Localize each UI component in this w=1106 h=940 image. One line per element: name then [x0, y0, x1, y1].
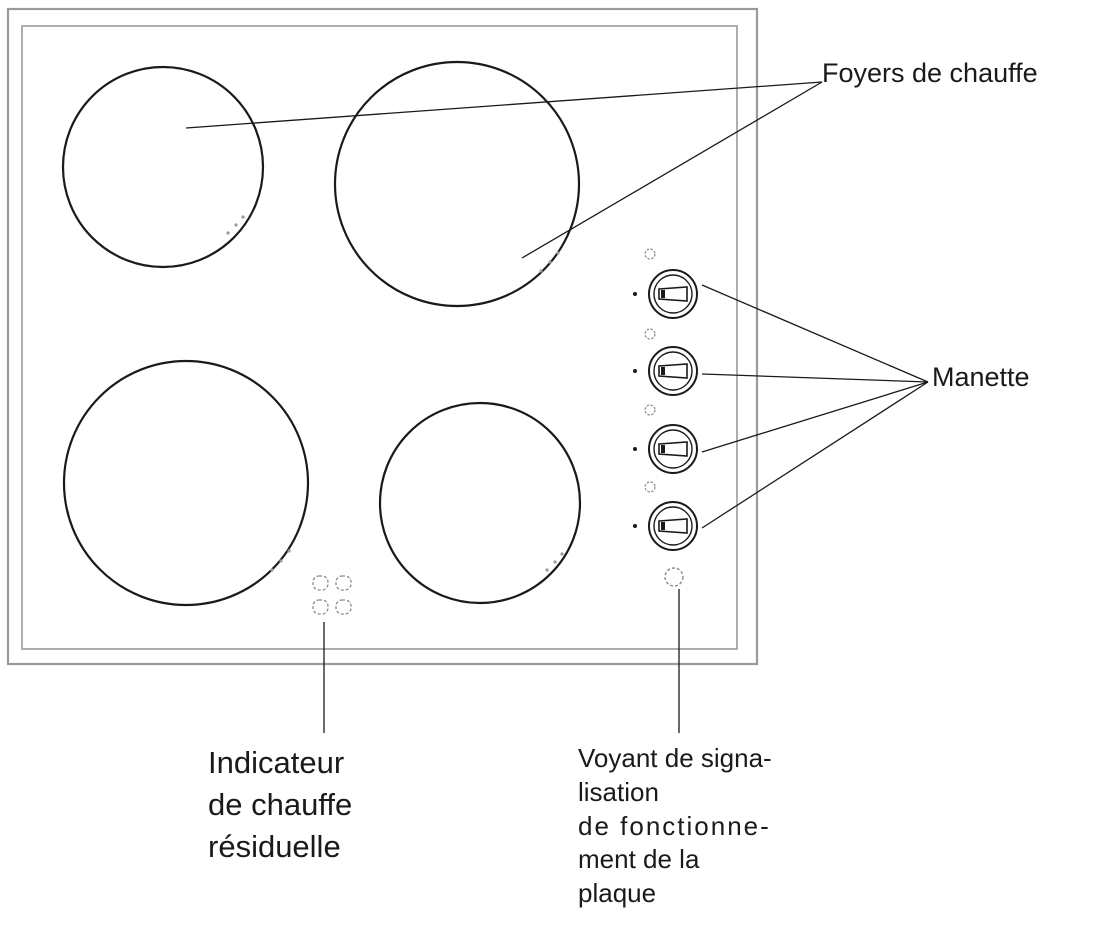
zone-marking-dot [279, 559, 283, 563]
knob-indicator-mark [644, 481, 656, 493]
leader-line-manette-4 [701, 381, 929, 529]
residual-heat-indicator-cell [335, 599, 352, 615]
cooktop-inner-frame [21, 25, 738, 650]
knob-indicator-mark [644, 248, 656, 260]
leader-line-manette-2 [701, 373, 929, 383]
label-voyant-line: Voyant de signa- [578, 743, 772, 773]
zone-marking-dot [226, 231, 230, 235]
label-voyant-line: ment de la [578, 844, 700, 875]
heating-zone-ring [378, 401, 582, 605]
heating-zone-ring [333, 60, 581, 308]
heating-zone-bottom-left [62, 359, 310, 607]
heating-zone-top-right [333, 60, 581, 308]
leader-line-manette-3 [701, 381, 929, 453]
knob-indicator-mark [644, 404, 656, 416]
label-manette: Manette [932, 361, 1030, 394]
control-knob[interactable] [633, 501, 698, 551]
label-indicateur-line: de chauffe [208, 787, 353, 823]
knob-indicator-mark [644, 328, 656, 340]
label-foyers-text: Foyers de chauffe [822, 58, 1038, 88]
heating-zone-top-left [61, 65, 265, 269]
knob-indicator-marks [644, 248, 656, 493]
control-knob[interactable] [633, 269, 698, 319]
zone-marking-dot [553, 560, 557, 564]
zone-marking-dot [270, 568, 274, 572]
zone-marking-dot [287, 549, 291, 553]
zone-marking-dot [234, 223, 238, 227]
zone-marking-dot [241, 215, 245, 219]
residual-heat-indicator [312, 575, 352, 615]
label-voyant-line: de fonctionne- [578, 810, 771, 841]
zone-marking-dot [548, 260, 552, 264]
label-foyers-de-chauffe: Foyers de chauffe [822, 57, 1038, 90]
leader-line-foyers-1 [185, 81, 823, 129]
label-indicateur-line: résiduelle [208, 829, 341, 865]
heating-zone-ring [62, 359, 310, 607]
residual-heat-indicator-cell [335, 575, 352, 591]
zone-marking-dot [539, 269, 543, 273]
label-manette-text: Manette [932, 362, 1030, 392]
heating-zone-bottom-right [378, 401, 582, 605]
control-knob[interactable] [633, 346, 698, 396]
residual-heat-indicator-cell [312, 575, 329, 591]
leader-line-foyers-2 [521, 81, 823, 259]
label-indicateur-chauffe-residuelle: Indicateur de chauffe résiduelle [208, 742, 352, 868]
heating-zone-ring [61, 65, 265, 269]
label-voyant-line: lisation [578, 776, 659, 807]
label-voyant-fonctionnement: Voyant de signa- lisation de fonctionne-… [578, 742, 772, 911]
leader-line-manette-1 [701, 284, 929, 383]
label-indicateur-line: Indicateur [208, 745, 345, 780]
leader-lines [185, 81, 929, 733]
zone-marking-dot [545, 568, 549, 572]
zone-marking-dot [560, 552, 564, 556]
cooktop-outer-frame [6, 7, 759, 666]
residual-heat-indicator-cell [312, 599, 329, 615]
control-knob[interactable] [633, 424, 698, 474]
label-voyant-line: plaque [578, 878, 657, 909]
power-indicator-light [664, 567, 684, 587]
zone-marking-dot [556, 251, 560, 255]
